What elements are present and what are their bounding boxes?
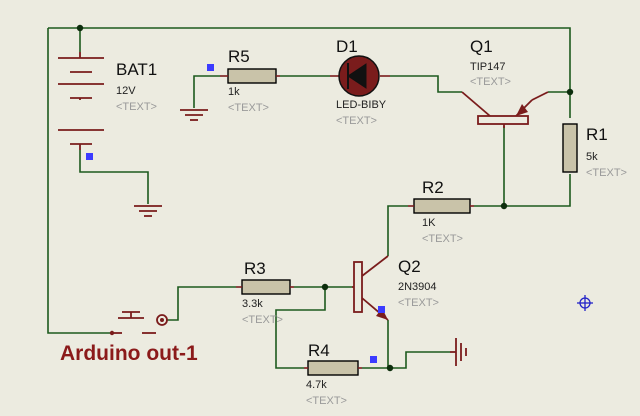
resistor-r4[interactable]: R4 4.7k <TEXT> bbox=[304, 341, 377, 407]
resistor-r3[interactable]: R3 3.3k <TEXT> bbox=[236, 259, 294, 326]
wire-q1-emitter bbox=[548, 91, 571, 118]
pin-marker bbox=[378, 306, 385, 313]
junctions bbox=[76, 24, 574, 372]
crosshair-icon bbox=[577, 295, 593, 311]
r4-value: 4.7k bbox=[306, 379, 327, 391]
wire-led-q1 bbox=[390, 75, 462, 93]
wire-r2-q2 bbox=[387, 205, 408, 256]
wire-base-r4 bbox=[275, 287, 326, 369]
r2-ref: R2 bbox=[422, 178, 444, 197]
wire-top-rail bbox=[48, 27, 571, 92]
bat1-text: <TEXT> bbox=[116, 101, 157, 113]
junction-dot bbox=[386, 364, 394, 372]
transistor-q1[interactable]: Q1 TIP147 <TEXT> bbox=[461, 37, 549, 128]
resistor-r5[interactable]: R5 1k <TEXT> bbox=[207, 47, 280, 114]
ground-symbol bbox=[180, 109, 208, 121]
r1-value: 5k bbox=[586, 151, 598, 163]
led-d1[interactable]: D1 LED-BIBY <TEXT> bbox=[330, 37, 390, 127]
resistor-r2[interactable]: R2 1K <TEXT> bbox=[408, 178, 474, 245]
junction-dot bbox=[76, 24, 84, 32]
r2-text: <TEXT> bbox=[422, 233, 463, 245]
ground-symbol bbox=[450, 338, 467, 366]
r3-text: <TEXT> bbox=[242, 314, 283, 326]
r5-text: <TEXT> bbox=[228, 102, 269, 114]
q1-ref: Q1 bbox=[470, 37, 493, 56]
wire-battery-ground bbox=[79, 150, 149, 204]
wire-emitter-ground bbox=[390, 351, 450, 369]
r1-text: <TEXT> bbox=[586, 167, 627, 179]
r5-value: 1k bbox=[228, 86, 240, 98]
q2-ref: Q2 bbox=[398, 257, 421, 276]
d1-value: LED-BIBY bbox=[336, 99, 387, 111]
junction-dot bbox=[500, 202, 508, 210]
q1-value: TIP147 bbox=[470, 61, 505, 73]
wire-r5-ground bbox=[193, 75, 220, 108]
battery-bat1[interactable]: BAT1 12V <TEXT> bbox=[58, 52, 157, 160]
q2-text: <TEXT> bbox=[398, 297, 439, 309]
bat1-value: 12V bbox=[116, 85, 136, 97]
wire-switch-r3 bbox=[166, 286, 236, 321]
d1-ref: D1 bbox=[336, 37, 358, 56]
r4-text: <TEXT> bbox=[306, 395, 347, 407]
d1-text: <TEXT> bbox=[336, 115, 377, 127]
ground-symbol bbox=[134, 205, 162, 217]
switch-label: Arduino out-1 bbox=[60, 342, 198, 365]
resistor-r1[interactable]: R1 5k <TEXT> bbox=[562, 123, 627, 179]
transistor-q2[interactable]: Q2 2N3904 <TEXT> bbox=[352, 255, 439, 321]
pin-marker bbox=[207, 64, 214, 71]
r3-ref: R3 bbox=[244, 259, 266, 278]
q2-value: 2N3904 bbox=[398, 281, 437, 293]
junction-dot bbox=[566, 88, 574, 96]
q1-text: <TEXT> bbox=[470, 76, 511, 88]
switch-arduino-out[interactable]: Arduino out-1 bbox=[60, 311, 198, 365]
bat1-ref: BAT1 bbox=[116, 60, 157, 79]
r1-ref: R1 bbox=[586, 125, 608, 144]
junction-dot bbox=[321, 283, 329, 291]
r2-value: 1K bbox=[422, 217, 436, 229]
r4-ref: R4 bbox=[308, 341, 330, 360]
pin-marker bbox=[370, 356, 377, 363]
pin-marker bbox=[86, 153, 93, 160]
wire-r1-bottom bbox=[504, 174, 571, 207]
r3-value: 3.3k bbox=[242, 298, 263, 310]
wire-left-rail bbox=[47, 28, 110, 334]
r5-ref: R5 bbox=[228, 47, 250, 66]
